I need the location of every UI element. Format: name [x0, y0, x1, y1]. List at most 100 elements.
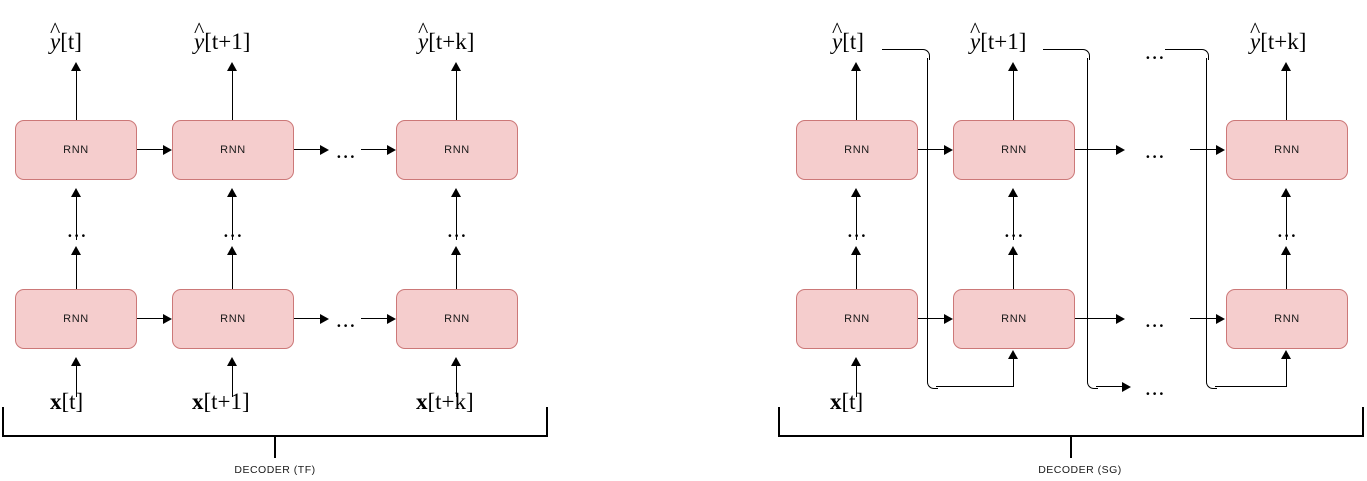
- output-arrow-head-2: [451, 62, 461, 71]
- idx-y-t: [t]: [60, 29, 82, 54]
- stack-arrow-head-0-upper: [71, 188, 81, 197]
- feedback-2-riser: [1286, 358, 1288, 387]
- recurrent-arrow-shaft-bottom-2: [361, 318, 388, 320]
- var-x: x: [50, 389, 62, 414]
- idx-y-t: [t]: [842, 29, 864, 54]
- ellipsis-output-row: ...: [1145, 39, 1166, 64]
- output-arrow-shaft-0: [76, 70, 78, 120]
- output-arrow-shaft-2: [1286, 70, 1288, 120]
- stack-arrow-head-2-lower: [451, 246, 461, 255]
- feedback-0-top-segment: [882, 49, 921, 51]
- ellipsis-stack-1: ...: [1004, 217, 1025, 242]
- idx-y-t1: [t+1]: [980, 29, 1027, 54]
- stack-arrow-head-0-lower: [71, 246, 81, 255]
- rnn-cell-top-1[interactable]: RNN: [172, 120, 294, 180]
- stack-arrow-head-0-lower: [851, 246, 861, 255]
- output-arrow-head-0: [71, 62, 81, 71]
- stack-arrow-head-2-upper: [451, 188, 461, 197]
- output-label-y-t1: ^y[t+1]: [194, 19, 250, 53]
- feedback-1-corner-top: [1079, 49, 1090, 60]
- stack-arrow-shaft-1-upper: [232, 196, 234, 240]
- stack-arrow-head-0-upper: [851, 188, 861, 197]
- feedback-1-vertical: [1087, 58, 1089, 380]
- rnn-cell-bottom-1[interactable]: RNN: [172, 289, 294, 349]
- input-arrow-head-0: [851, 357, 861, 366]
- var-y: y: [1250, 29, 1261, 54]
- recurrent-arrow-shaft-bottom-0: [918, 318, 945, 320]
- rnn-cell-label: RNN: [220, 144, 246, 156]
- rnn-cell-bottom-1[interactable]: RNN: [953, 289, 1075, 349]
- rnn-cell-label: RNN: [1274, 313, 1300, 325]
- output-arrow-head-2: [1281, 62, 1291, 71]
- stack-arrow-shaft-1-lower: [1013, 254, 1015, 289]
- stack-arrow-shaft-2-lower: [456, 254, 458, 289]
- hat-glyph: ^: [49, 17, 61, 42]
- hat-glyph: ^: [1249, 17, 1261, 42]
- decoder-sg-bracket: [778, 407, 1364, 458]
- rnn-cell-top-1[interactable]: RNN: [953, 120, 1075, 180]
- input-arrow-shaft-1: [232, 365, 234, 397]
- bracket-left-tip: [2, 407, 4, 436]
- idx-x-t: [t]: [841, 389, 864, 414]
- input-arrow-head-1: [227, 357, 237, 366]
- ellipsis-top-row: ...: [336, 138, 357, 163]
- ellipsis-top-row: ...: [1145, 138, 1166, 163]
- rnn-cell-label: RNN: [1001, 313, 1027, 325]
- bracket-bar: [2, 435, 548, 437]
- output-label-y-tk: ^y[t+k]: [418, 19, 474, 53]
- recurrent-arrow-head-top-1: [320, 145, 329, 155]
- output-arrow-shaft-1: [1013, 70, 1015, 120]
- idx-x-t1: [t+1]: [203, 389, 250, 414]
- recurrent-arrow-shaft-top-2: [1190, 149, 1217, 151]
- stack-arrow-head-1-upper: [1008, 188, 1018, 197]
- var-y: y: [970, 29, 981, 54]
- input-arrow-shaft-0: [856, 365, 858, 397]
- recurrent-arrow-head-bottom-2: [387, 314, 396, 324]
- recurrent-arrow-head-bottom-0: [163, 314, 172, 324]
- recurrent-arrow-head-bottom-1: [1116, 314, 1125, 324]
- recurrent-arrow-head-top-2: [387, 145, 396, 155]
- ellipsis-feedback-row: ...: [1145, 375, 1166, 400]
- feedback-1-bottom-segment: [1096, 386, 1123, 388]
- output-arrow-head-1: [227, 62, 237, 71]
- stack-arrow-head-1-upper: [227, 188, 237, 197]
- input-arrow-shaft-2: [456, 365, 458, 397]
- input-label-x-tk: x[t+k]: [416, 390, 474, 413]
- hat-glyph: ^: [831, 17, 843, 42]
- var-y: y: [50, 29, 61, 54]
- input-label-x-t: x[t]: [830, 390, 863, 413]
- rnn-cell-bottom-0[interactable]: RNN: [15, 289, 137, 349]
- recurrent-arrow-head-bottom-2: [1216, 314, 1225, 324]
- output-arrow-shaft-1: [232, 70, 234, 120]
- feedback-2-top-segment: [1165, 49, 1200, 51]
- rnn-cell-bottom-2[interactable]: RNN: [396, 289, 518, 349]
- var-x: x: [192, 389, 204, 414]
- rnn-cell-bottom-2[interactable]: RNN: [1226, 289, 1348, 349]
- rnn-cell-top-0[interactable]: RNN: [796, 120, 918, 180]
- recurrent-arrow-shaft-top-1: [1075, 149, 1117, 151]
- hat-glyph: ^: [417, 17, 429, 42]
- feedback-1-top-segment: [1043, 49, 1081, 51]
- rnn-cell-label: RNN: [63, 313, 89, 325]
- recurrent-arrow-shaft-bottom-0: [137, 318, 164, 320]
- rnn-cell-bottom-0[interactable]: RNN: [796, 289, 918, 349]
- ellipsis-bottom-row: ...: [1145, 307, 1166, 332]
- feedback-0-corner-top: [919, 49, 930, 60]
- feedback-1-corner-bottom: [1087, 378, 1098, 389]
- output-label-y-t: ^y[t]: [832, 19, 864, 54]
- stack-arrow-head-2-upper: [1281, 188, 1291, 197]
- rnn-cell-top-2[interactable]: RNN: [1226, 120, 1348, 180]
- output-label-y-t: ^y[t]: [50, 19, 82, 54]
- ellipsis-stack-2: ...: [1277, 217, 1298, 242]
- stack-arrow-head-1-lower: [227, 246, 237, 255]
- decoder-sg-caption: DECODER (SG): [1038, 464, 1122, 476]
- feedback-2-corner-bottom: [1206, 378, 1217, 389]
- rnn-cell-top-2[interactable]: RNN: [396, 120, 518, 180]
- output-label-y-tk: ^y[t+k]: [1250, 19, 1306, 54]
- stack-arrow-head-2-lower: [1281, 246, 1291, 255]
- feedback-0-corner-bottom: [927, 378, 938, 389]
- rnn-cell-top-0[interactable]: RNN: [15, 120, 137, 180]
- var-x: x: [830, 389, 842, 414]
- rnn-cell-label: RNN: [844, 313, 870, 325]
